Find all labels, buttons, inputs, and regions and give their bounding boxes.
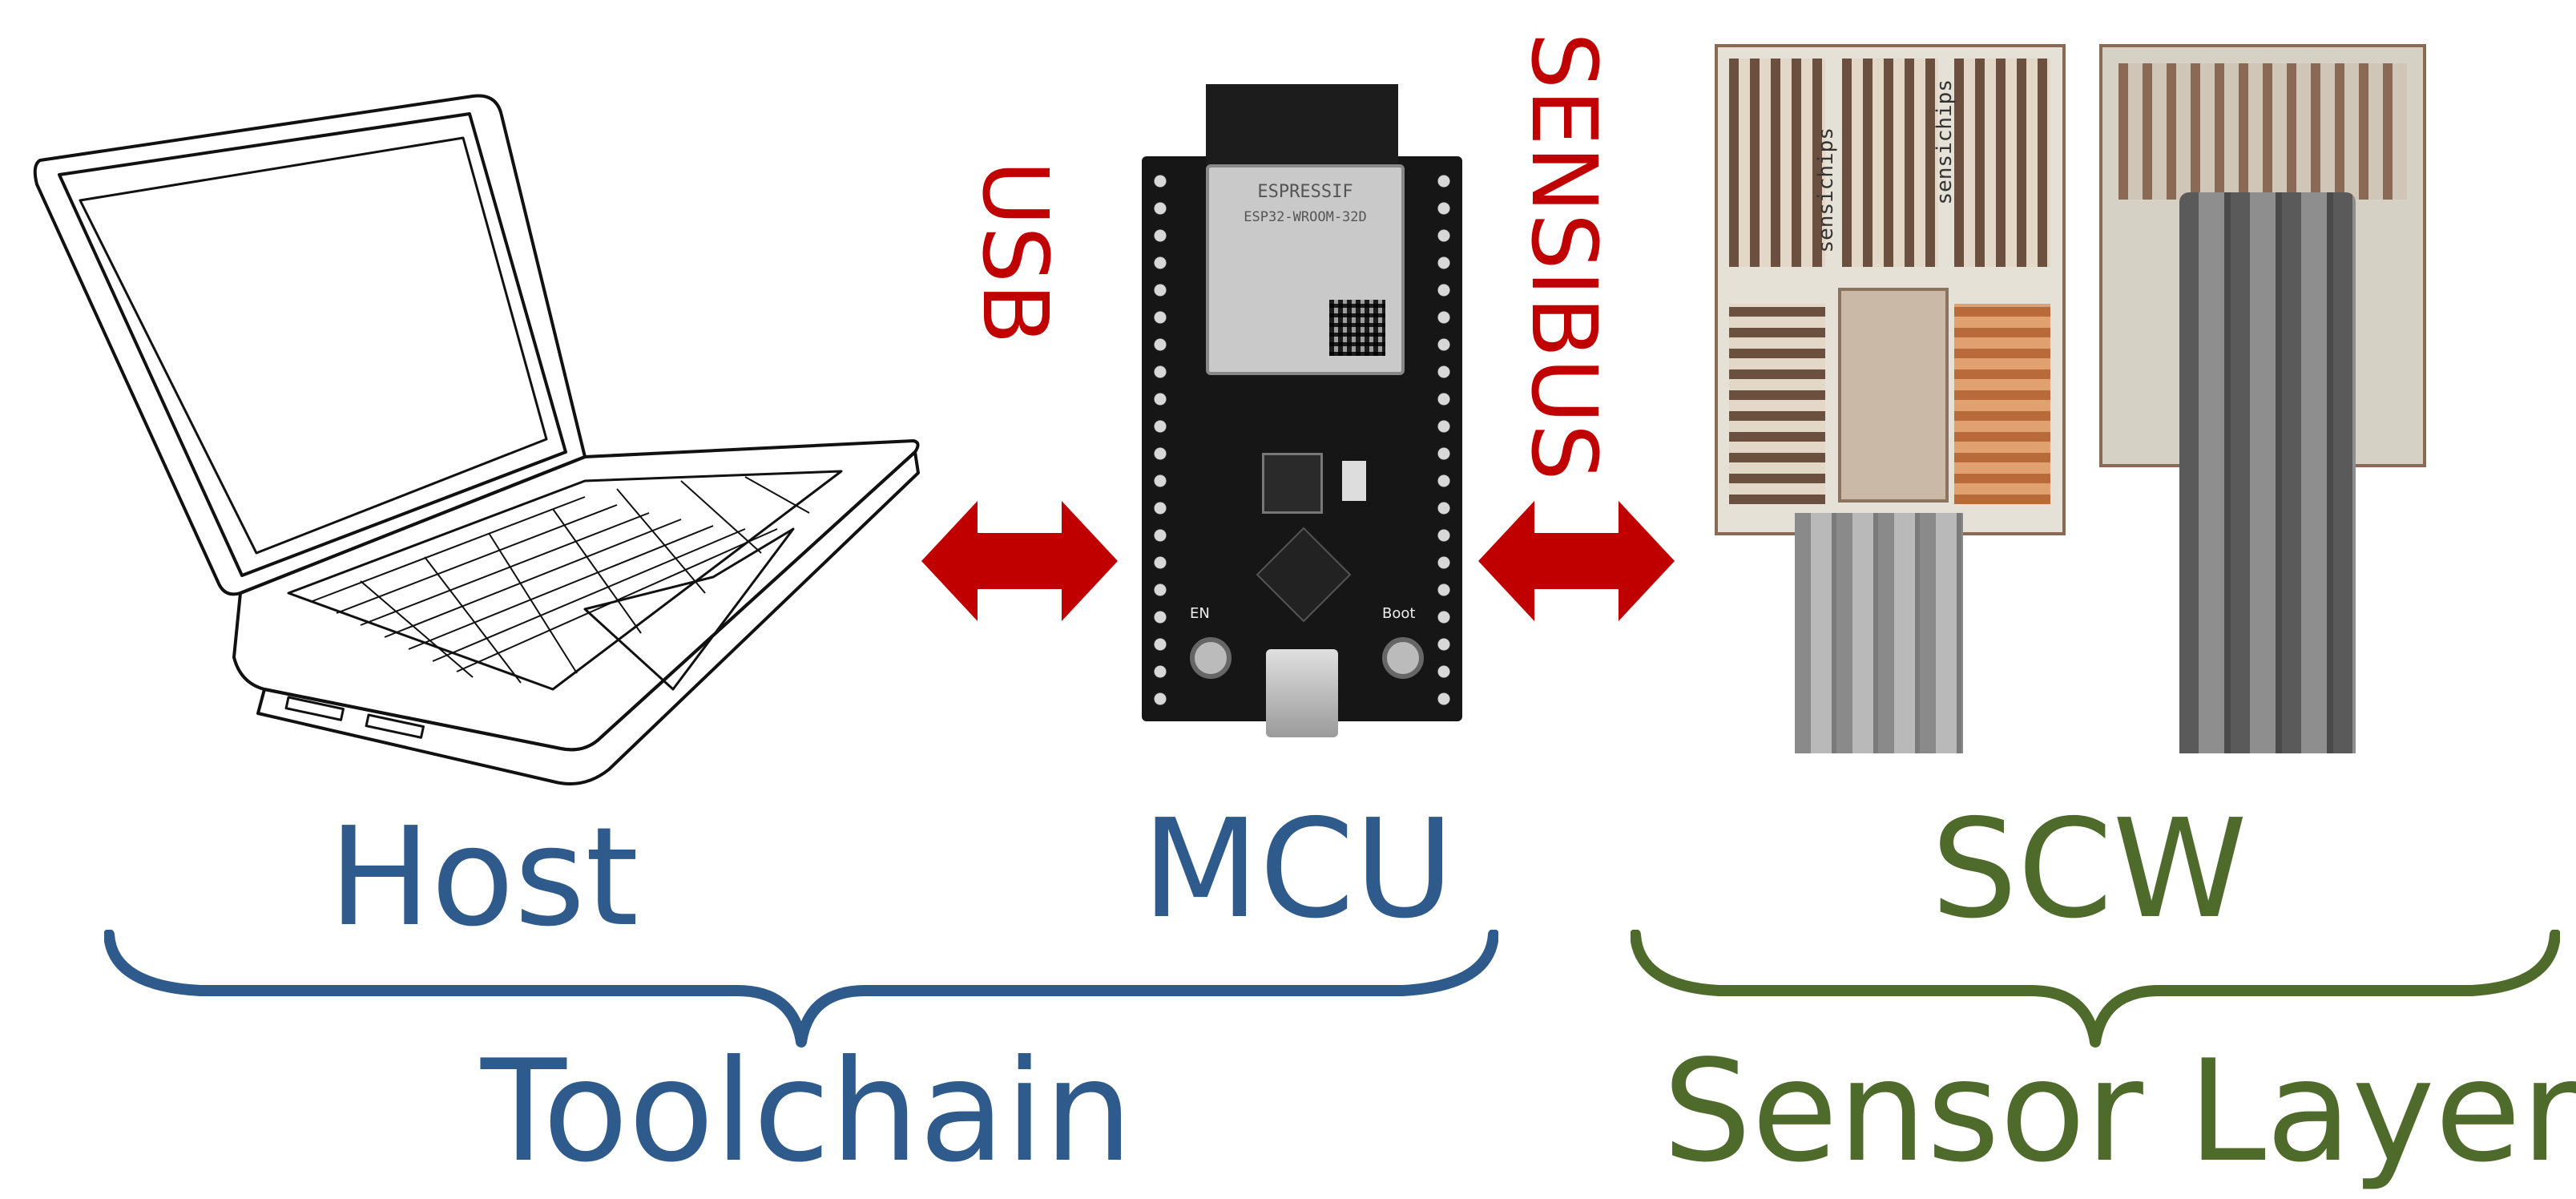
- sensor-layer-label: Sensor Layer: [1663, 1031, 2576, 1193]
- qr-code: [1329, 300, 1385, 356]
- electrode-pattern: [2118, 63, 2407, 200]
- sensor-cable: [1795, 513, 1963, 753]
- toolchain-brace: [104, 930, 1498, 1048]
- boot-label: Boot: [1382, 605, 1416, 622]
- module-brand: ESPRESSIF: [1257, 182, 1353, 202]
- micro-usb-port: [1266, 649, 1338, 737]
- sensor-die: [1838, 288, 1949, 503]
- regulator-chip: [1262, 453, 1323, 514]
- electrode-pattern: [1729, 304, 1825, 504]
- mcu-board: ESPRESSIF ESP32-WROOM-32D EN Boot: [1142, 84, 1462, 737]
- toolchain-label: Toolchain: [481, 1031, 1133, 1193]
- pin-header-right: [1435, 168, 1453, 713]
- laptop-icon: [33, 94, 920, 785]
- usb-label: USB: [962, 160, 1066, 345]
- module-model: ESP32-WROOM-32D: [1244, 209, 1367, 225]
- electrode-pattern: [1954, 59, 2050, 267]
- pin-header-left: [1151, 168, 1169, 713]
- chip-brand-1: sensichips: [1814, 127, 1838, 253]
- host-label: Host: [329, 798, 639, 957]
- boot-button: [1382, 637, 1424, 679]
- mcu-label: MCU: [1142, 790, 1454, 949]
- sensor-cable: [2179, 192, 2356, 753]
- usb-uart-chip: [1256, 527, 1352, 623]
- electrode-pattern: [1842, 59, 1938, 267]
- scw-label: SCW: [1931, 790, 2247, 949]
- sensor-layer-brace: [1631, 930, 2560, 1048]
- en-button: [1190, 637, 1232, 679]
- electrode-pattern-copper: [1954, 304, 2050, 504]
- sensibus-arrow: [1478, 501, 1675, 621]
- chip-brand-2: sensichips: [1933, 79, 1957, 205]
- usb-arrow: [921, 501, 1118, 621]
- sensor-chip-front: sensichips sensichips: [1715, 44, 2066, 535]
- module-antenna: [1206, 84, 1398, 164]
- en-label: EN: [1190, 605, 1210, 622]
- electrode-pattern: [1729, 59, 1825, 267]
- esp32-module: ESPRESSIF ESP32-WROOM-32D: [1206, 164, 1405, 375]
- component-small: [1342, 461, 1366, 501]
- sensibus-label: SENSIBUS: [1511, 32, 1615, 481]
